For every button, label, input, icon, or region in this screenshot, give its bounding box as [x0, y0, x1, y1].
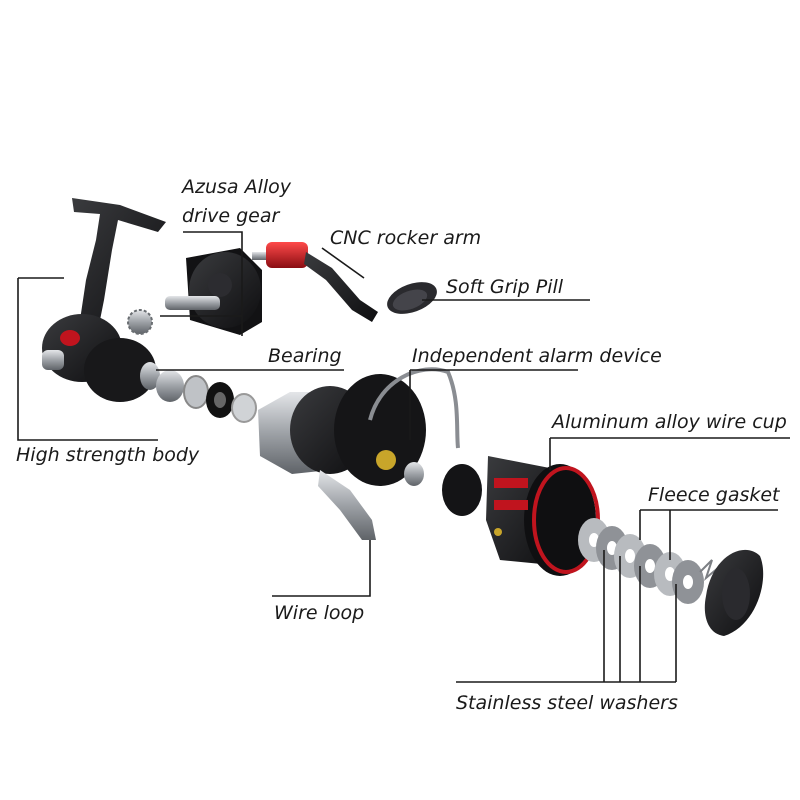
label-cnc-rocker-arm: CNC rocker arm — [330, 227, 482, 249]
label-stainless-steel-washers: Stainless steel washers — [456, 692, 678, 714]
leader-lines — [17, 231, 790, 683]
wire-cup — [442, 456, 600, 576]
label-fleece-gasket: Fleece gasket — [648, 484, 780, 506]
label-wire-loop: Wire loop — [274, 602, 365, 624]
label-alarm-device: Independent alarm device — [412, 345, 662, 367]
rocker-arm — [252, 242, 437, 322]
label-azusa-alloy: Azusa Alloy — [182, 176, 292, 198]
label-high-strength-body: High strength body — [16, 444, 200, 466]
label-bearing: Bearing — [268, 345, 342, 367]
label-wire-cup: Aluminum alloy wire cup — [552, 411, 787, 433]
rotor-assembly — [258, 367, 460, 540]
leader-body — [17, 278, 158, 441]
drag-knob — [704, 549, 764, 636]
leader-wire — [272, 540, 371, 597]
label-soft-grip-pill: Soft Grip Pill — [446, 276, 564, 298]
reel-body — [42, 198, 166, 402]
label-drive-gear: drive gear — [182, 205, 280, 227]
leader-azusa — [183, 231, 243, 336]
bearing-stack — [140, 362, 257, 423]
leader-cnc — [321, 247, 365, 279]
washer-row — [578, 518, 719, 604]
drive-gear — [127, 248, 262, 335]
